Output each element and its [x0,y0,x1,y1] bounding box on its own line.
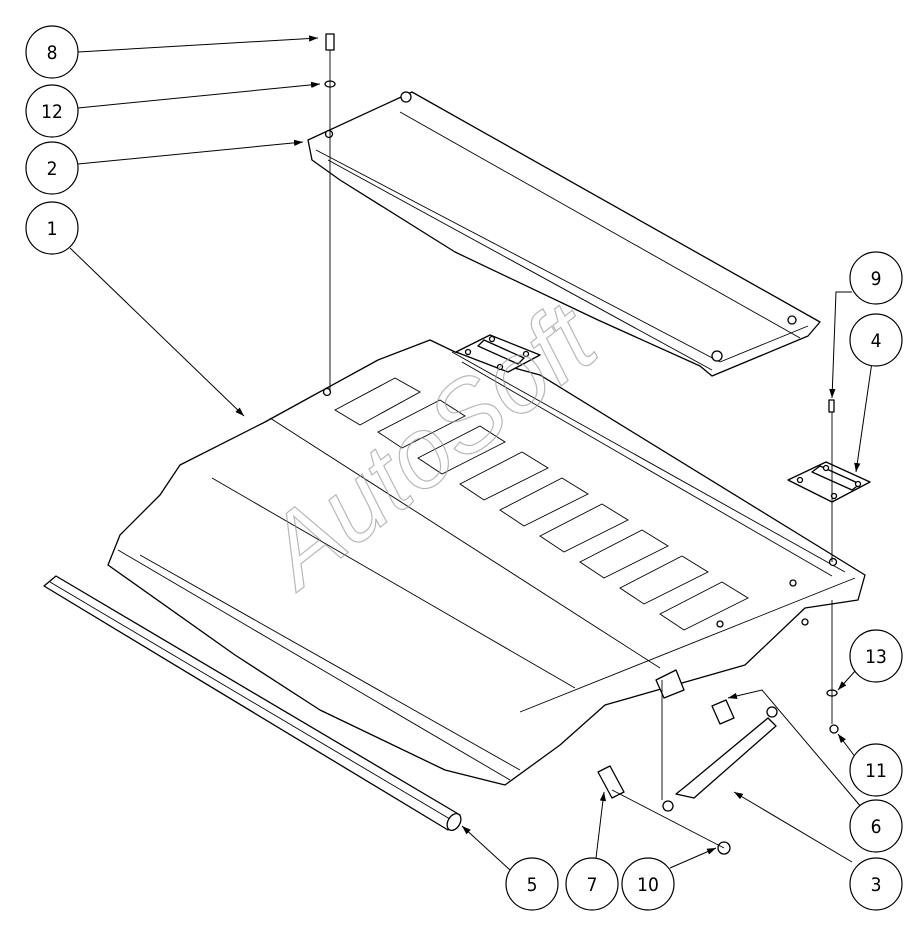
callout-5: 5 [505,857,559,911]
callout-11: 11 [849,743,903,797]
svg-text:9: 9 [871,268,882,290]
svg-text:6: 6 [871,816,882,838]
svg-text:2: 2 [47,158,58,180]
assembly-axes [329,50,833,849]
svg-text:7: 7 [587,874,598,896]
part-3-gas-strut [662,706,778,812]
callout-2: 2 [25,141,79,195]
part-5-seal-strip [43,575,462,832]
svg-text:5: 5 [527,874,538,896]
panel-ribs [334,377,749,631]
svg-text:1: 1 [47,218,58,240]
part-11-nut [829,724,839,734]
svg-text:13: 13 [865,646,887,668]
part-4-hinge-right [787,461,871,503]
callout-3: 3 [849,857,903,911]
svg-text:11: 11 [865,760,887,782]
part-6-bolt [711,699,735,725]
part-8-screw [325,33,335,51]
callout-10: 10 [621,857,675,911]
callout-8: 8 [25,25,79,79]
part-9-screw [828,399,835,413]
strut-bracket [655,669,685,699]
callout-13: 13 [849,629,903,683]
callout-6: 6 [849,799,903,853]
part-7-bolt [597,765,625,799]
leader-lines [69,35,873,871]
part-2-upper-cover [307,91,821,377]
callout-12: 12 [25,84,79,138]
part-4-hinge-center [455,334,541,373]
svg-text:3: 3 [871,874,882,896]
svg-text:8: 8 [47,42,58,64]
fasteners [324,33,839,855]
callout-1: 1 [25,201,79,255]
callout-9: 9 [849,251,903,305]
svg-text:12: 12 [41,101,63,123]
callout-4: 4 [849,313,903,367]
svg-text:10: 10 [637,874,659,896]
callout-7: 7 [565,857,619,911]
svg-text:4: 4 [871,330,882,352]
